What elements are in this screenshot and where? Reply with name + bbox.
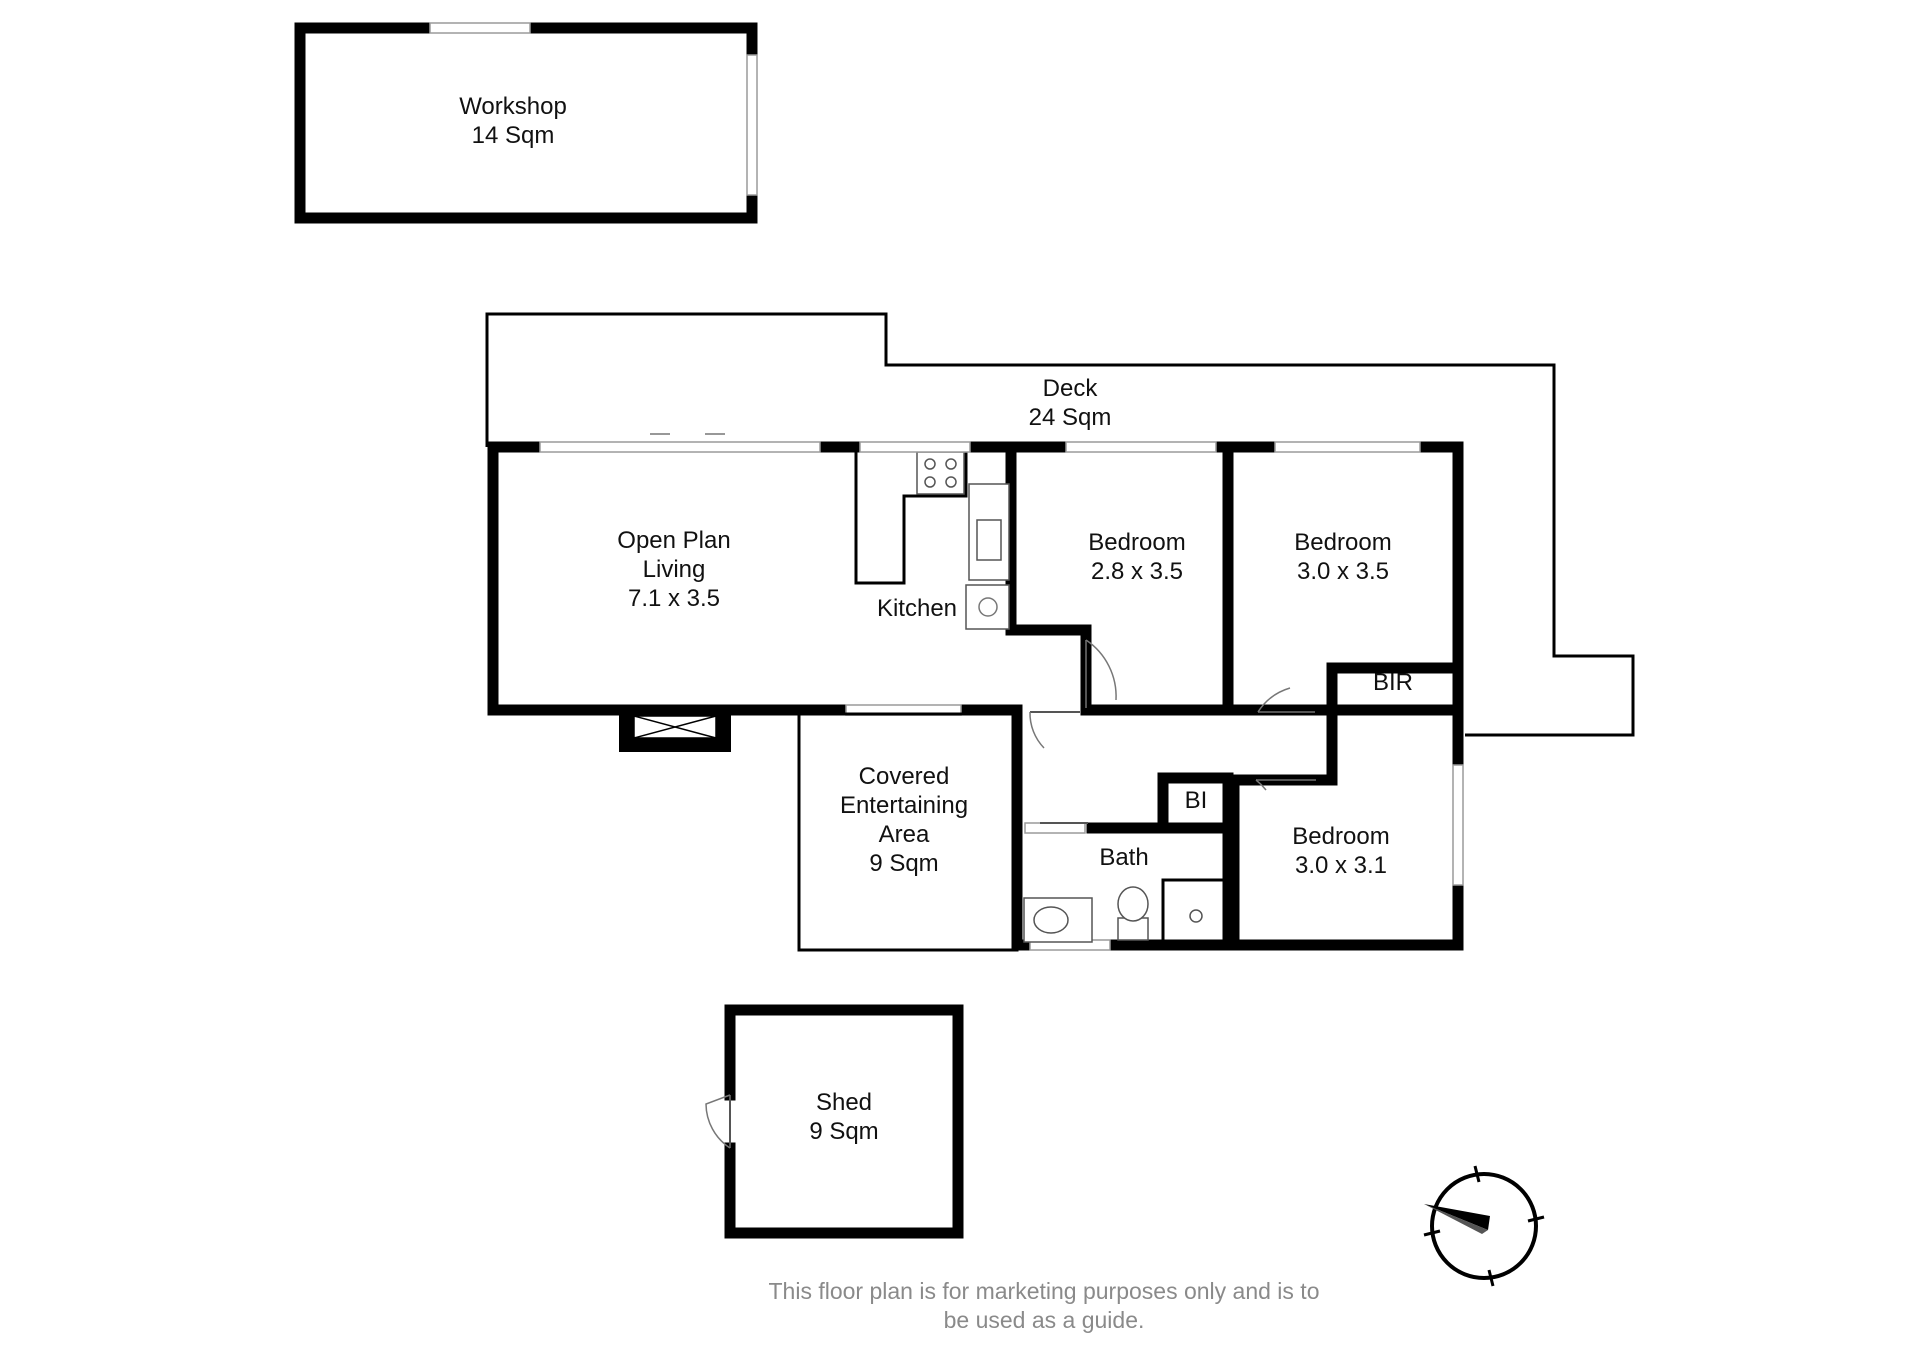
kitchen-label: Kitchen bbox=[877, 595, 957, 622]
disclaimer-line-1: This floor plan is for marketing purpose… bbox=[769, 1278, 1320, 1304]
window-icon bbox=[429, 22, 531, 34]
bir-label: BIR bbox=[1373, 669, 1413, 696]
workshop-room bbox=[294, 22, 758, 224]
covered-label-3: Area bbox=[879, 821, 930, 848]
dishwasher-icon bbox=[965, 584, 1010, 630]
covered-label-1: Covered bbox=[859, 763, 950, 790]
shed-size: 9 Sqm bbox=[809, 1118, 878, 1145]
living-label-1: Open Plan bbox=[617, 527, 730, 554]
bi-label: BI bbox=[1185, 787, 1208, 814]
deck-size: 24 Sqm bbox=[1029, 404, 1112, 431]
door-swing-icon bbox=[1029, 639, 1316, 824]
bedroom1-label: Bedroom bbox=[1088, 529, 1185, 556]
bath-label: Bath bbox=[1099, 844, 1148, 871]
fireplace-icon bbox=[619, 710, 731, 752]
covered-entertaining-outline bbox=[797, 712, 1019, 952]
bedroom3-label: Bedroom bbox=[1292, 823, 1389, 850]
deck-label: Deck bbox=[1043, 375, 1099, 402]
kitchen-benches bbox=[854, 447, 1010, 630]
living-label-2: Living bbox=[643, 556, 706, 583]
bedroom3-size: 3.0 x 3.1 bbox=[1295, 852, 1387, 879]
shower-icon bbox=[1189, 909, 1203, 923]
bedroom2-size: 3.0 x 3.5 bbox=[1297, 558, 1389, 585]
compass-icon bbox=[1423, 1165, 1545, 1287]
covered-label-2: Entertaining bbox=[840, 792, 968, 819]
deck-outline bbox=[485, 312, 1635, 737]
shed-label: Shed bbox=[816, 1089, 872, 1116]
door-swing-icon bbox=[705, 1094, 731, 1149]
cooktop-icon bbox=[916, 451, 965, 495]
workshop-label: Workshop bbox=[459, 93, 567, 120]
disclaimer-line-2: be used as a guide. bbox=[944, 1307, 1145, 1333]
window-icon bbox=[539, 433, 1464, 951]
bedroom2-label: Bedroom bbox=[1294, 529, 1391, 556]
window-icon bbox=[746, 54, 758, 196]
bedroom1-size: 2.8 x 3.5 bbox=[1091, 558, 1183, 585]
bath-fixtures bbox=[1023, 878, 1227, 944]
workshop-size: 14 Sqm bbox=[472, 122, 555, 149]
living-size: 7.1 x 3.5 bbox=[628, 585, 720, 612]
covered-size: 9 Sqm bbox=[869, 850, 938, 877]
shed-room bbox=[705, 1004, 964, 1239]
